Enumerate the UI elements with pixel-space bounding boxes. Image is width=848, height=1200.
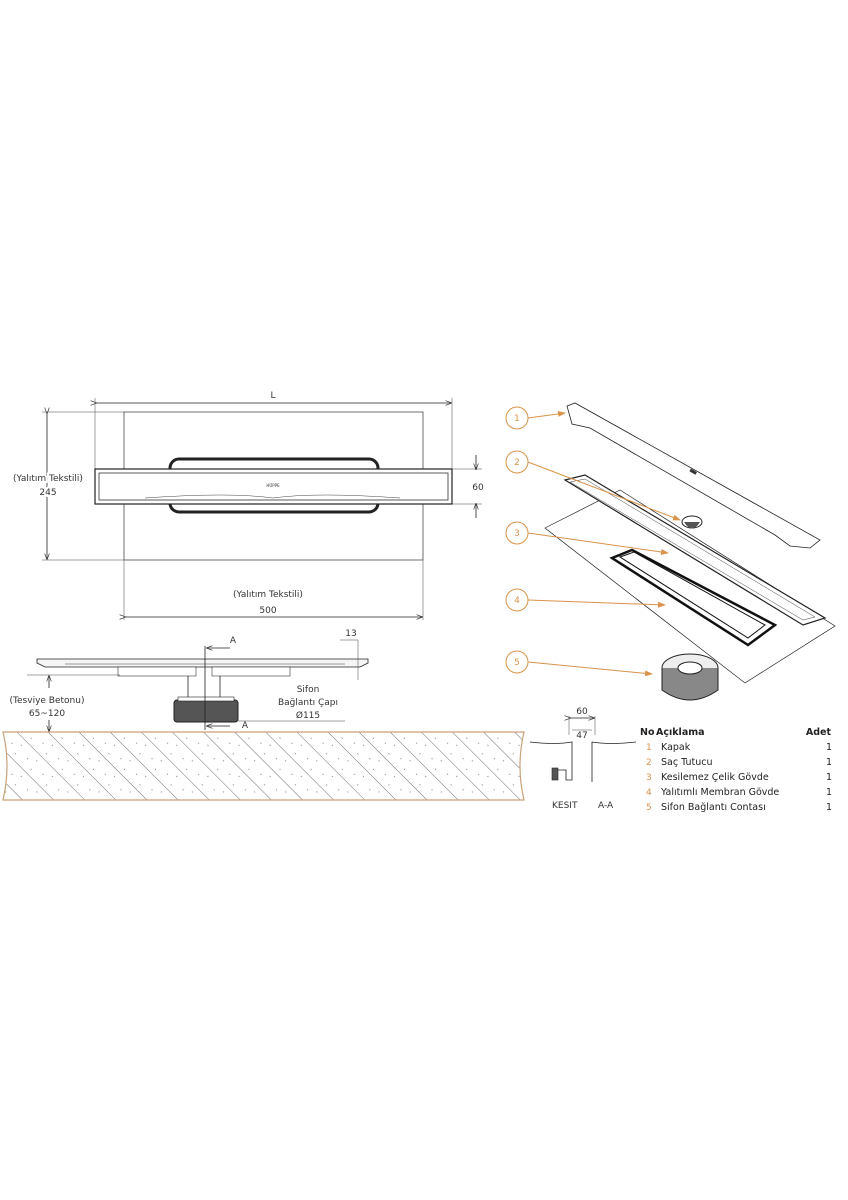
svg-text:1: 1 [514,414,520,424]
section-outer-width: 60 [576,707,588,717]
svg-text:Saç Tutucu: Saç Tutucu [661,757,712,768]
svg-text:2: 2 [646,758,652,768]
svg-text:3: 3 [646,773,652,783]
flange-height-value: 13 [345,629,356,639]
drain-side-profile [36,658,369,668]
table-row: 4 Yalıtımlı Membran Gövde 1 [646,787,832,798]
concrete-slab [2,731,525,801]
svg-text:3: 3 [514,529,520,539]
svg-text:Yalıtımlı Membran Gövde: Yalıtımlı Membran Gövde [660,787,779,798]
svg-text:4: 4 [646,788,652,798]
svg-text:1: 1 [826,772,832,783]
top-view: L HÜPPE (Yalıtım Tekstili) 245 60 (Yalıt… [11,391,486,620]
svg-text:1: 1 [826,757,832,768]
callout-1: 1 [505,406,566,430]
section-inner-width: 47 [576,731,587,741]
svg-text:4: 4 [514,596,520,606]
siphon-label: Sifon [297,685,320,695]
section-a-a: 60 47 KESIT A-A [529,707,637,811]
callout-2: 2 [505,450,681,521]
svg-text:2: 2 [514,458,520,468]
textile-length-value: 500 [259,606,276,616]
header-description: Açıklama [656,727,705,738]
table-row: 2 Saç Tutucu 1 [646,757,832,768]
table-row: 1 Kapak 1 [646,742,832,753]
siphon-connector [173,699,239,723]
exploded-view [544,402,836,701]
part-steel-body [563,474,827,626]
section-mark-top: A [230,636,237,646]
svg-text:Sifon Bağlantı Contası: Sifon Bağlantı Contası [661,802,766,813]
screed-value: 65~120 [29,709,65,719]
header-qty: Adet [806,727,832,738]
callout-5: 5 [505,650,653,677]
part-membrane-body [609,548,778,647]
section-title: KESIT [552,801,578,811]
section-mark-bottom: A [242,721,249,731]
svg-text:Kesilemez Çelik Gövde: Kesilemez Çelik Gövde [661,772,769,783]
header-no: No [640,727,655,738]
callout-3: 3 [505,521,669,555]
screed-label: (Tesviye Betonu) [10,696,85,706]
side-view: A A 13 (Tesviye Betonu) 65~120 Sifon Bağ… [2,629,525,801]
svg-text:1: 1 [826,787,832,798]
huppe-logo: HÜPPE [266,483,280,488]
svg-text:5: 5 [514,658,520,668]
table-row: 5 Sifon Bağlantı Contası 1 [646,802,832,813]
textile-width-label: (Yalıtım Tekstili) [13,474,83,484]
section-subtitle: A-A [598,801,614,811]
callout-4: 4 [505,588,666,612]
siphon-diameter: Ø115 [296,710,320,721]
textile-length-label: (Yalıtım Tekstili) [233,590,303,600]
svg-text:Kapak: Kapak [661,742,691,753]
length-label: L [270,391,275,401]
callouts: 1 2 3 4 5 [505,406,681,677]
textile-width-value: 245 [39,488,56,498]
part-cover [566,402,821,549]
svg-text:1: 1 [826,802,832,813]
svg-text:1: 1 [646,743,652,753]
svg-text:5: 5 [646,803,652,813]
svg-text:1: 1 [826,742,832,753]
table-row: 3 Kesilemez Çelik Gövde 1 [646,772,832,783]
channel-width-value: 60 [472,483,484,493]
siphon-label-2: Bağlantı Çapı [278,698,338,708]
